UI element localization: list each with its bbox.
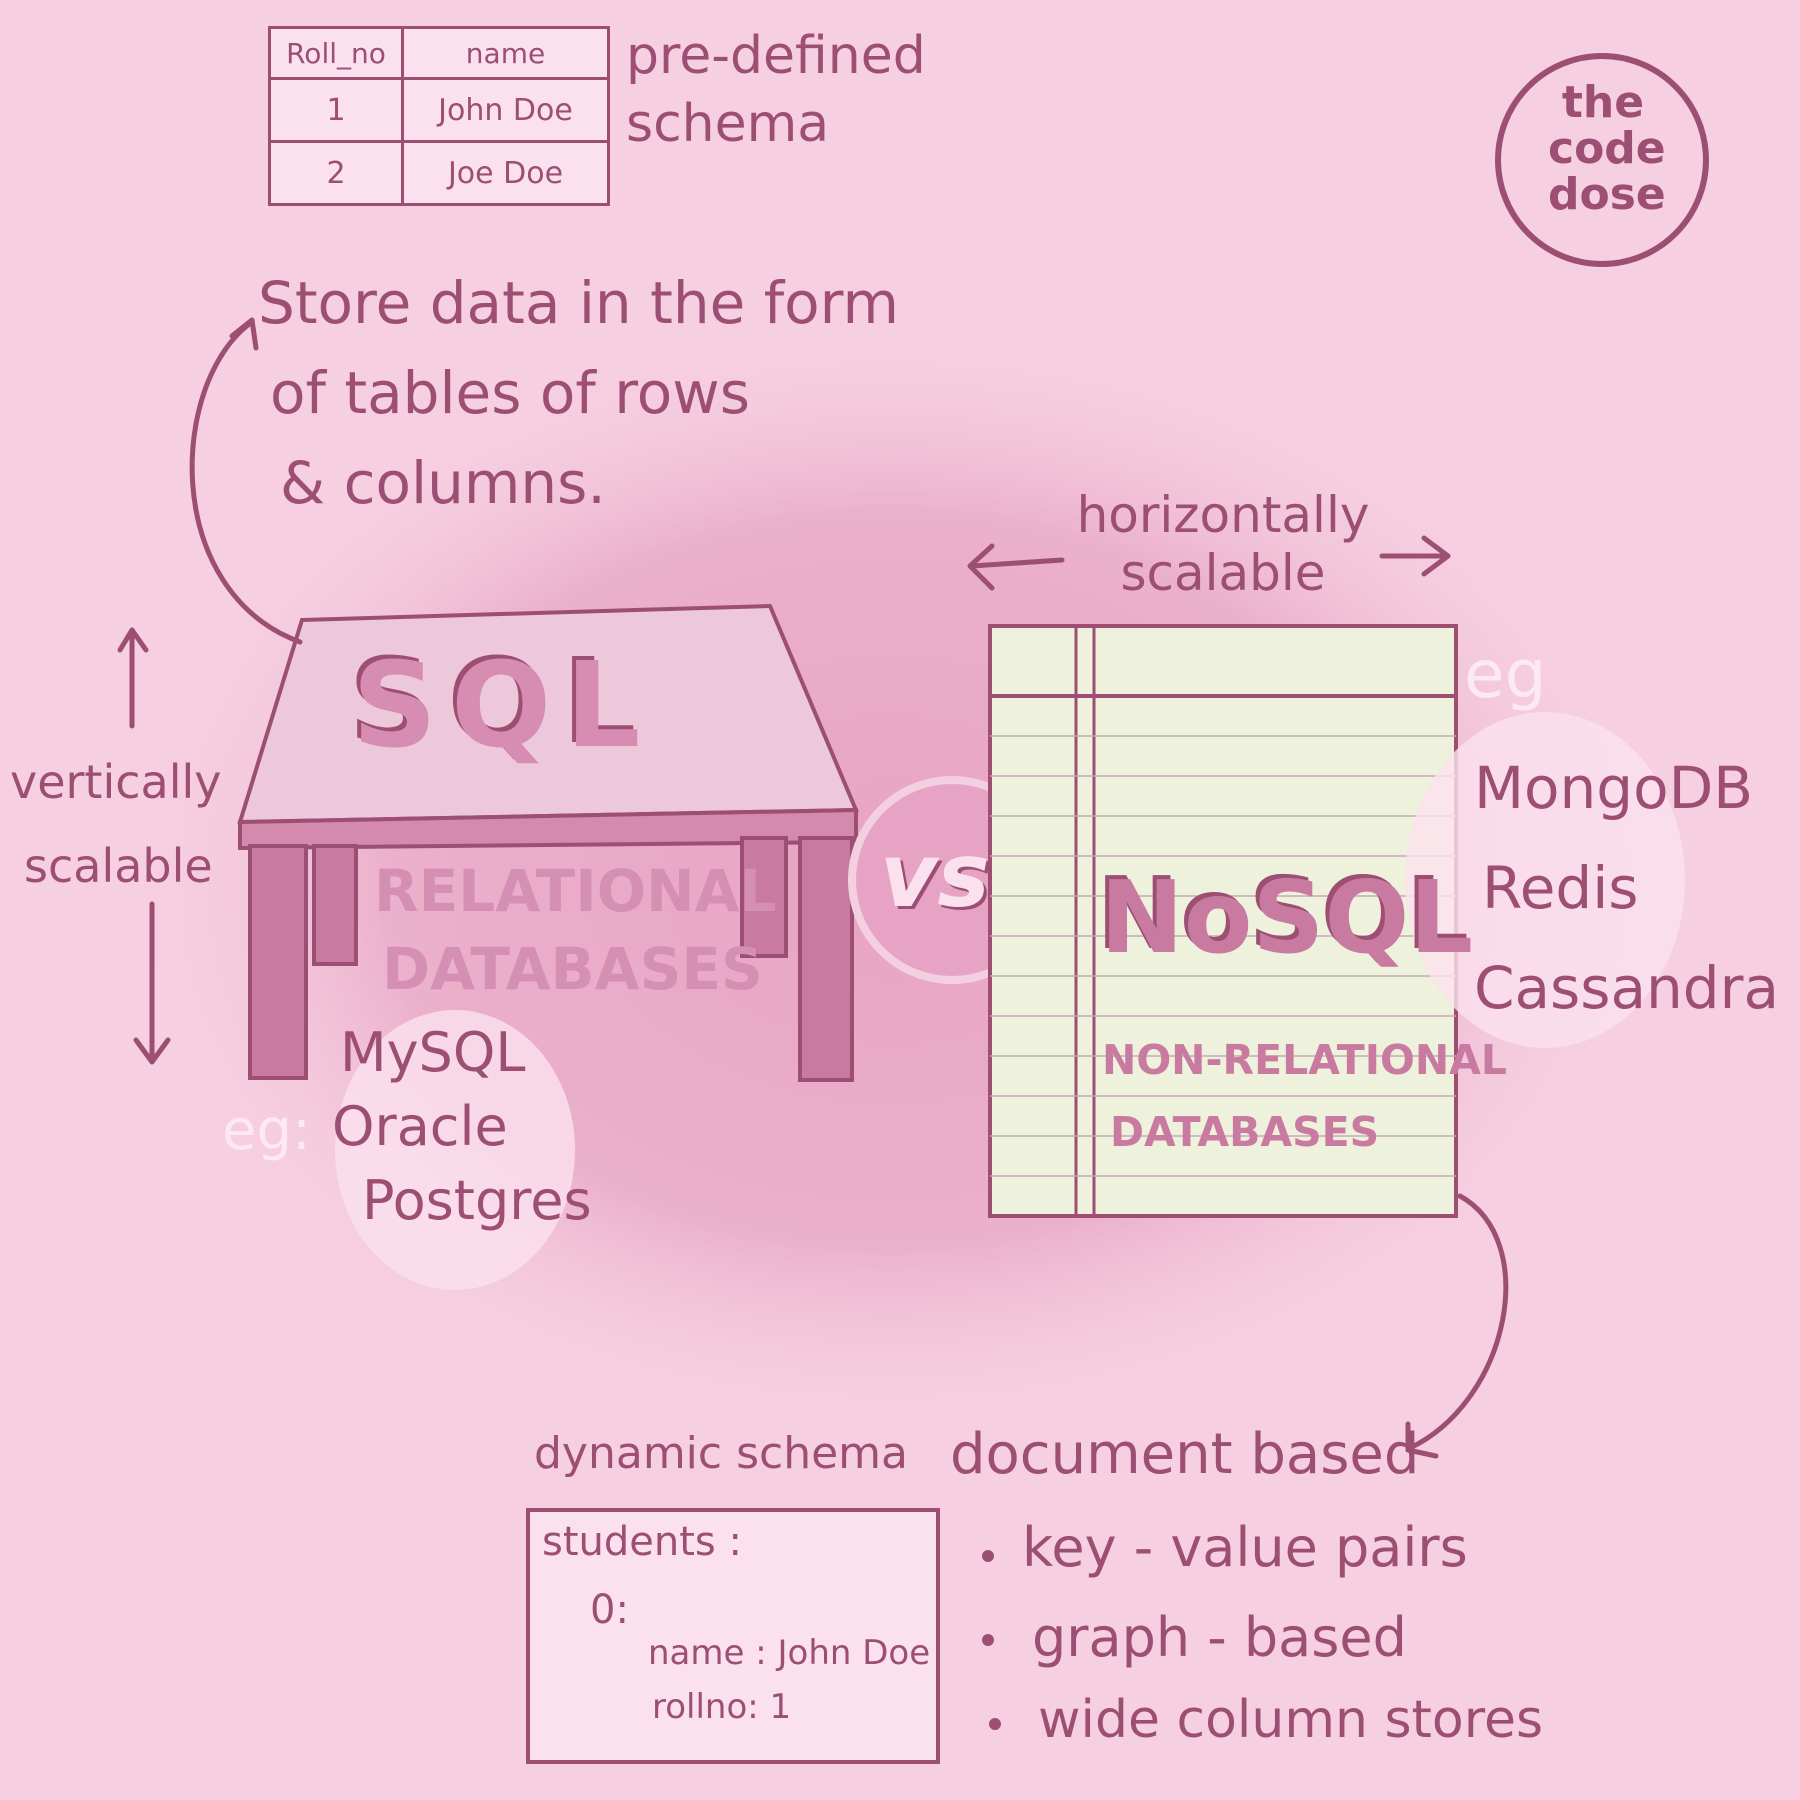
sql-subtitle: RELATIONAL DATABASES bbox=[374, 852, 776, 1008]
arrow-head-icon bbox=[1405, 1421, 1439, 1459]
vs-label: vs bbox=[880, 824, 990, 927]
sql-description-line: of tables of rows bbox=[270, 359, 750, 427]
bullet-icon bbox=[982, 1550, 994, 1562]
bullet-item: wide column stores bbox=[1038, 1690, 1544, 1750]
table-row: 1 John Doe bbox=[268, 77, 610, 143]
bullet-item: graph - based bbox=[1032, 1606, 1407, 1669]
sql-eg-label: eg: bbox=[222, 1098, 311, 1163]
sql-subtitle-line: DATABASES bbox=[382, 935, 763, 1003]
logo-line: the bbox=[1561, 77, 1645, 128]
schema-caption: pre-defined schema bbox=[626, 22, 926, 158]
nosql-example-item: Cassandra bbox=[1474, 954, 1779, 1022]
nosql-notepad-icon bbox=[988, 624, 1458, 1218]
nosql-examples-highlight bbox=[1405, 712, 1685, 1048]
curved-arrow-to-description bbox=[189, 319, 303, 645]
horizontally-scalable-label: horizontally scalable bbox=[1058, 486, 1388, 602]
nosql-subtitle-line: NON-RELATIONAL bbox=[1102, 1036, 1507, 1084]
left-arrow-icon bbox=[969, 557, 1065, 569]
nosql-example-item: MongoDB bbox=[1474, 754, 1754, 822]
arrow-head-icon bbox=[229, 317, 259, 351]
logo-line: code bbox=[1548, 123, 1666, 174]
sql-examples-highlight bbox=[335, 1010, 575, 1290]
horizontal-line: horizontally bbox=[1076, 486, 1370, 544]
nosql-subtitle-line: DATABASES bbox=[1110, 1108, 1380, 1156]
document-based-label: document based bbox=[950, 1422, 1420, 1487]
sql-example-item: MySQL bbox=[340, 1021, 526, 1084]
table-cell: 1 bbox=[268, 77, 404, 143]
vertical-line: vertically bbox=[10, 755, 222, 809]
logo-line: dose bbox=[1548, 169, 1666, 220]
sql-description: Store data in the form of tables of rows… bbox=[258, 258, 899, 528]
table-row: 2 Joe Doe bbox=[268, 140, 610, 206]
table-header-row: Roll_no name bbox=[268, 26, 610, 80]
table-cell: John Doe bbox=[401, 77, 610, 143]
index-label: 0: bbox=[590, 1587, 629, 1633]
schema-caption-line: pre-defined bbox=[626, 26, 926, 86]
vertical-line: scalable bbox=[24, 839, 213, 893]
bullet-icon bbox=[989, 1718, 1001, 1730]
arrow-head-icon bbox=[133, 1037, 171, 1065]
bullet-item: key - value pairs bbox=[1022, 1516, 1468, 1579]
nosql-eg-label: eg bbox=[1464, 636, 1547, 713]
table-header-cell: name bbox=[401, 26, 610, 80]
rollno-field: rollno: 1 bbox=[652, 1687, 792, 1727]
sql-example-item: Postgres bbox=[362, 1169, 592, 1232]
horizontal-line: scalable bbox=[1120, 544, 1326, 602]
nosql-title: NoSQL bbox=[1100, 859, 1474, 976]
sql-description-line: Store data in the form bbox=[258, 269, 899, 337]
arrow-head-icon bbox=[1421, 535, 1451, 577]
schema-caption-line: schema bbox=[626, 94, 830, 154]
bullet-icon bbox=[982, 1634, 994, 1646]
dynamic-schema-box bbox=[526, 1508, 940, 1764]
sql-example-item: Oracle bbox=[332, 1095, 508, 1158]
sql-subtitle-line: RELATIONAL bbox=[374, 857, 777, 925]
table-header-cell: Roll_no bbox=[268, 26, 404, 80]
name-field: name : John Doe bbox=[648, 1633, 931, 1673]
nosql-subtitle: NON-RELATIONAL DATABASES bbox=[1102, 1024, 1507, 1168]
sql-examples: MySQL Oracle Postgres bbox=[332, 1016, 592, 1238]
table-cell: Joe Doe bbox=[401, 140, 610, 206]
arrow-head-icon bbox=[967, 543, 995, 591]
sql-title: SQL bbox=[352, 636, 655, 774]
arrow-head-icon bbox=[117, 627, 149, 653]
table-cell: 2 bbox=[268, 140, 404, 206]
sql-table-icon bbox=[237, 603, 859, 1082]
sql-description-line: & columns. bbox=[280, 449, 606, 517]
logo-circle bbox=[1495, 53, 1709, 267]
vertically-scalable-label: vertically scalable bbox=[10, 740, 222, 908]
curved-arrow-to-document-based bbox=[1407, 1193, 1509, 1451]
nosql-example-item: Redis bbox=[1482, 854, 1639, 922]
schema-table: Roll_no name 1 John Doe 2 Joe Doe bbox=[268, 26, 610, 206]
nosql-examples: MongoDB Redis Cassandra bbox=[1474, 738, 1779, 1038]
students-label: students : bbox=[542, 1519, 742, 1565]
dynamic-schema-label: dynamic schema bbox=[534, 1428, 908, 1479]
logo-text: the code dose bbox=[1548, 77, 1666, 220]
